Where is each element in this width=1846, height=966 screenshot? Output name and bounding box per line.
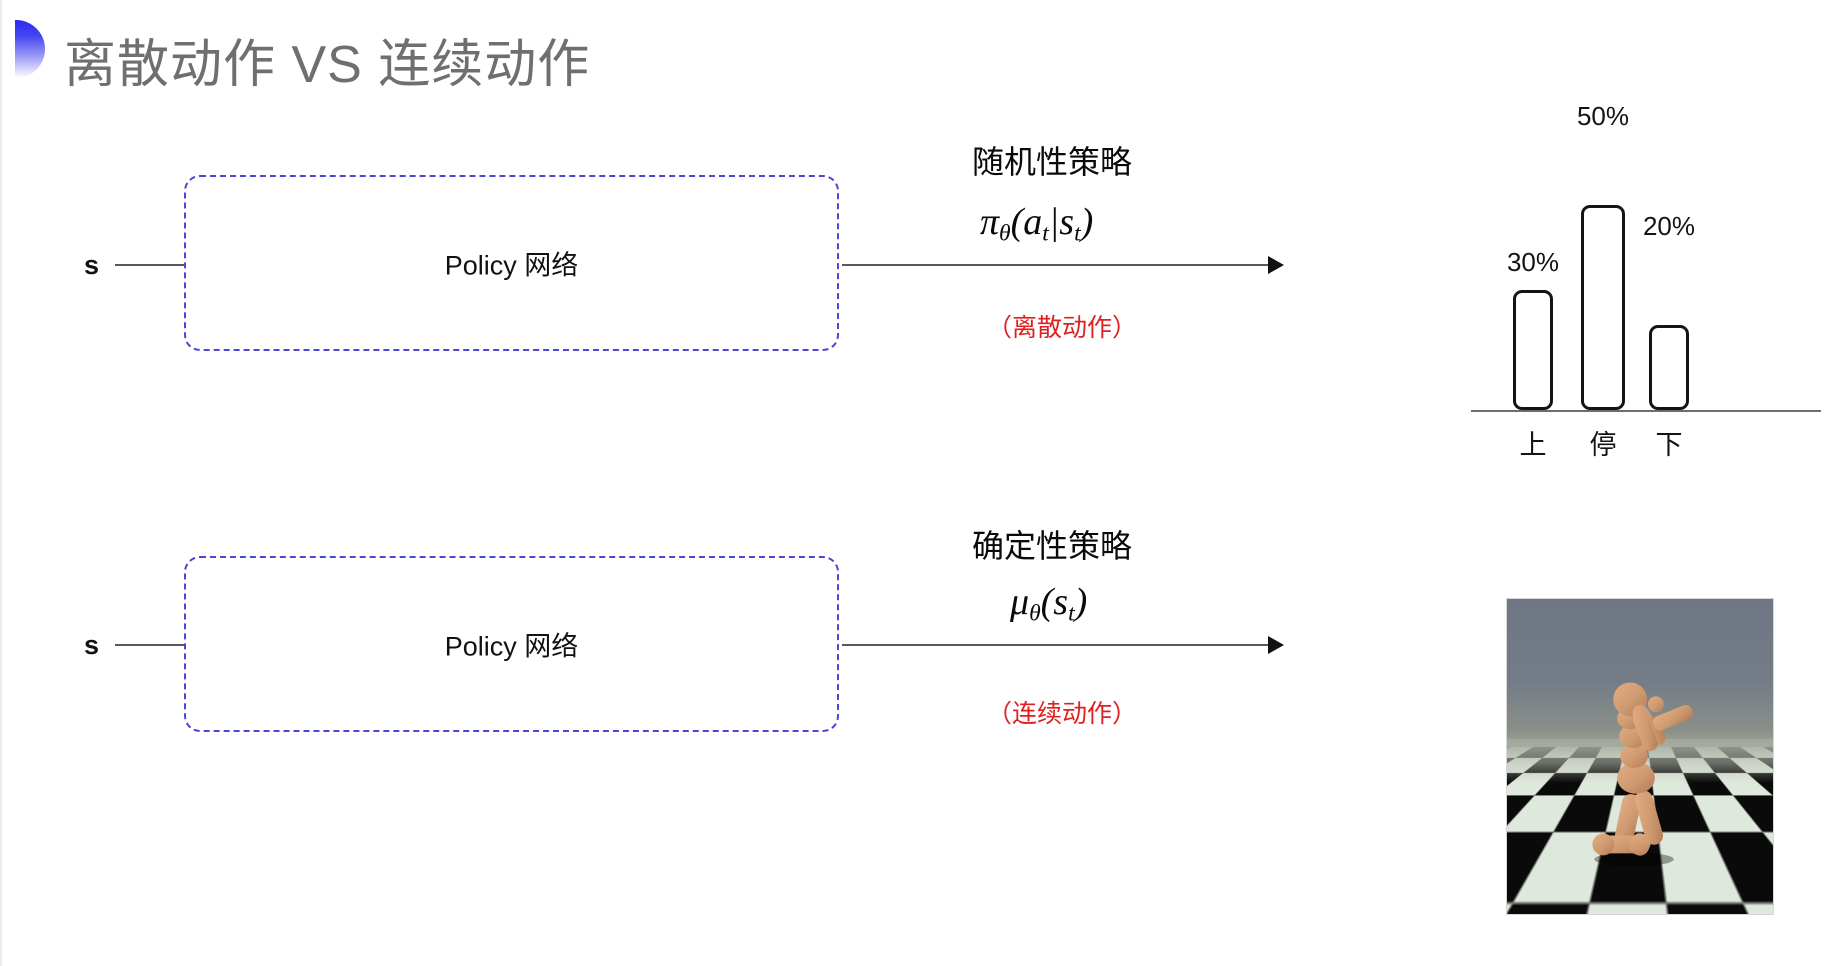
formula-theta-glyph: θ: [999, 220, 1011, 247]
half-ellipse-bullet-icon: [15, 20, 45, 78]
formula-theta-glyph-2: θ: [1029, 600, 1041, 627]
formula-pi-glyph: π: [980, 201, 1000, 243]
bar-category-up: 上: [1519, 430, 1547, 460]
bar-value-down: 20%: [1642, 211, 1696, 241]
formula-sub-t-2: t: [1074, 220, 1081, 247]
formula-bar-s: |s: [1048, 201, 1075, 243]
humanoid-simulation-image: [1506, 598, 1774, 915]
bar-category-stop: 停: [1589, 430, 1617, 460]
policy-network-label-discrete: Policy 网络: [444, 250, 579, 281]
formula-open-s: (s: [1040, 581, 1069, 623]
policy-network-box-continuous[interactable]: Policy 网络: [184, 556, 839, 732]
input-arrow-line-discrete: [115, 264, 187, 266]
formula-mu-theta: μθ(st): [1010, 580, 1087, 628]
formula-close-paren: ): [1080, 201, 1094, 243]
policy-note-discrete: （离散动作）: [987, 314, 1138, 342]
chart-baseline-axis: [1471, 410, 1821, 412]
policy-network-label-continuous: Policy 网络: [444, 631, 579, 662]
bar-category-down: 下: [1655, 430, 1683, 460]
output-arrow-line-discrete: [842, 264, 1274, 266]
bar-up: [1513, 290, 1553, 410]
policy-network-box-discrete[interactable]: Policy 网络: [184, 175, 839, 351]
output-arrow-head-continuous: [1268, 636, 1284, 654]
output-arrow-line-continuous: [842, 644, 1274, 646]
action-probability-bar-chart: 30% 50% 20% 上 停 下: [1457, 95, 1821, 460]
humanoid-figure-icon: [1592, 682, 1693, 867]
input-label-s-continuous: s: [84, 630, 100, 660]
formula-sub-t-1: t: [1042, 220, 1049, 247]
input-arrow-line-continuous: [115, 644, 187, 646]
policy-kind-stochastic: 随机性策略: [972, 144, 1133, 180]
formula-mu-glyph: μ: [1010, 581, 1030, 623]
formula-open-a: (a: [1010, 201, 1043, 243]
output-arrow-head-discrete: [1268, 256, 1284, 274]
formula-close-paren-2: ): [1074, 581, 1088, 623]
formula-pi-theta: πθ(at|st): [980, 200, 1093, 248]
bar-stop: [1581, 205, 1625, 410]
input-label-s-discrete: s: [84, 250, 100, 280]
bar-down: [1649, 325, 1689, 410]
bar-value-up: 30%: [1506, 247, 1560, 277]
policy-kind-deterministic: 确定性策略: [972, 528, 1133, 564]
formula-sub-t-3: t: [1068, 600, 1075, 627]
page-title: 离散动作 VS 连续动作: [64, 36, 591, 94]
policy-note-continuous: （连续动作）: [987, 700, 1138, 728]
bar-value-stop: 50%: [1576, 101, 1630, 131]
